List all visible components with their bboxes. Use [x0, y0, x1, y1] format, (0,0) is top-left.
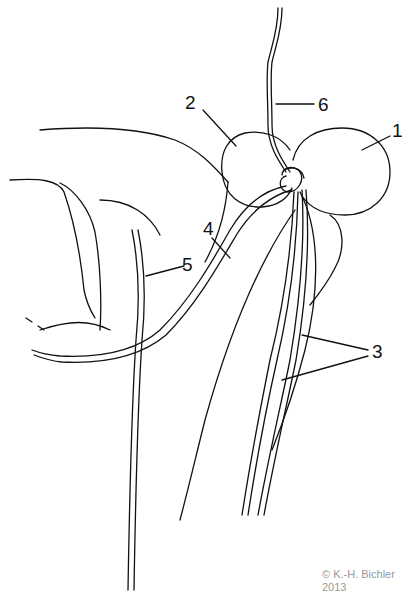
vessel-bundle [264, 190, 308, 515]
leader-line [302, 335, 368, 350]
leader-line [146, 266, 184, 276]
vessel-bundle [258, 190, 303, 515]
vessel [32, 186, 286, 356]
vessel [128, 230, 138, 590]
copyright-note: © K.-H. Bichler 2013 [322, 568, 406, 593]
vessel [34, 190, 292, 362]
organ-outline [40, 323, 110, 331]
callout-number: 3 [372, 342, 383, 361]
callout-number: 5 [182, 255, 193, 274]
leader-line [282, 356, 368, 380]
callout-number: 2 [185, 93, 196, 112]
vessel-knot [284, 168, 304, 178]
vessel [271, 8, 290, 172]
organ-outline [100, 200, 160, 235]
organ-outline [180, 210, 295, 520]
organ-oval [293, 128, 390, 215]
vessel-knot [280, 168, 301, 192]
leader-line [203, 110, 236, 146]
leader-line [276, 103, 314, 104]
organ-outline [40, 128, 228, 182]
vessel-cut [26, 318, 44, 330]
organ-oval [222, 132, 292, 207]
leader-line [362, 136, 390, 150]
organ-outline [60, 183, 101, 330]
vessel [134, 230, 144, 590]
callout-number: 1 [392, 121, 403, 140]
callout-number: 6 [318, 95, 329, 114]
callout-number: 4 [203, 219, 214, 238]
organ-outline [10, 179, 95, 318]
vessel-bundle [272, 192, 316, 450]
leader-line [212, 238, 230, 258]
